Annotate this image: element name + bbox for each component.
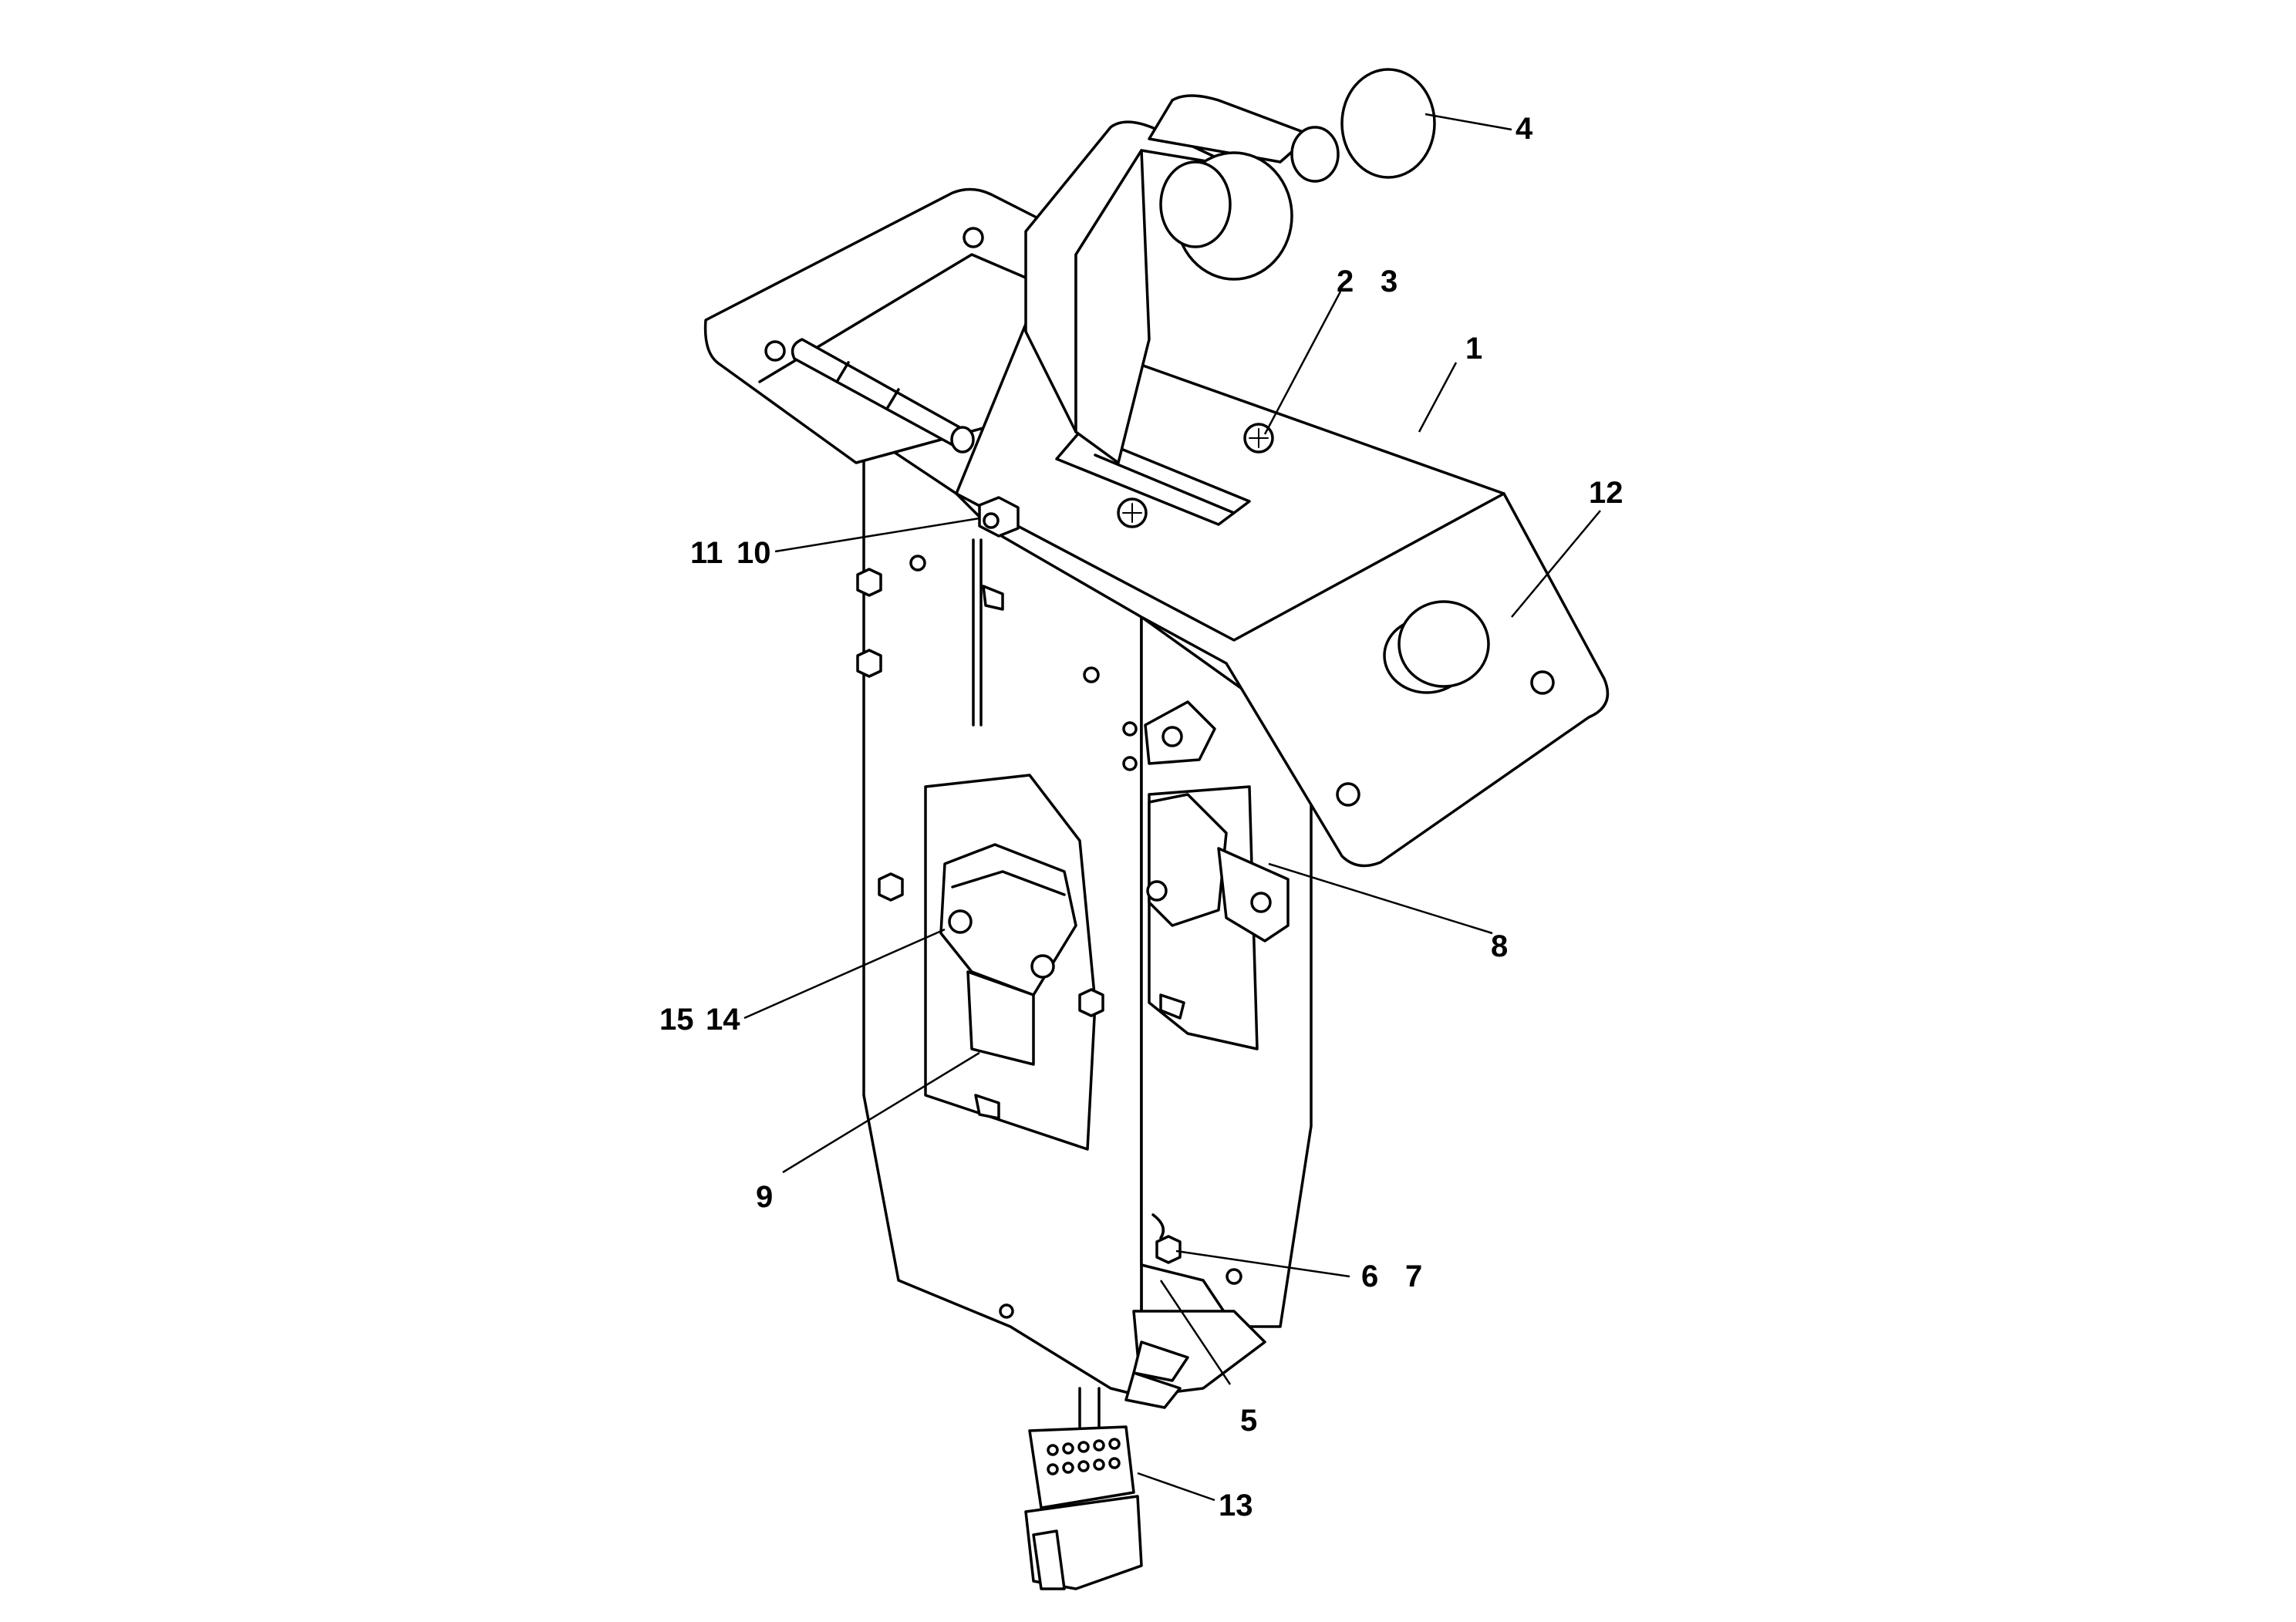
callout-6: 6 <box>1361 1259 1378 1293</box>
knob-icon <box>1159 151 1293 281</box>
callout-11: 11 <box>690 536 723 570</box>
callout-10: 10 <box>737 536 771 570</box>
wire-connector <box>1024 1387 1143 1590</box>
lower-bracket <box>1124 1213 1266 1409</box>
callout-8: 8 <box>1491 929 1508 963</box>
callout-1: 1 <box>1465 332 1482 366</box>
connector-pin-icon <box>1047 1438 1121 1475</box>
callout-14: 14 <box>706 1003 740 1037</box>
callout-3: 3 <box>1381 265 1397 298</box>
callout-5: 5 <box>1240 1404 1257 1438</box>
callout-15: 15 <box>659 1003 694 1037</box>
callout-labels: 1 2 3 4 5 6 7 8 9 10 11 12 13 14 15 <box>659 112 1623 1523</box>
callout-2: 2 <box>1337 265 1354 298</box>
sensor-switch <box>972 496 1020 727</box>
callout-4: 4 <box>1515 112 1533 146</box>
push-button <box>1383 600 1490 694</box>
knob-icon <box>1290 68 1436 183</box>
screw-icon <box>1117 497 1148 528</box>
callout-7: 7 <box>1405 1259 1422 1293</box>
shift-lever <box>1024 68 1436 464</box>
microswitch-right <box>1146 793 1290 1020</box>
callout-13: 13 <box>1219 1489 1253 1523</box>
callout-9: 9 <box>756 1180 773 1214</box>
microswitch-left <box>878 843 1104 1120</box>
hinge-pin <box>791 338 975 454</box>
leader-lines <box>743 113 1601 1502</box>
callout-12: 12 <box>1589 476 1623 510</box>
